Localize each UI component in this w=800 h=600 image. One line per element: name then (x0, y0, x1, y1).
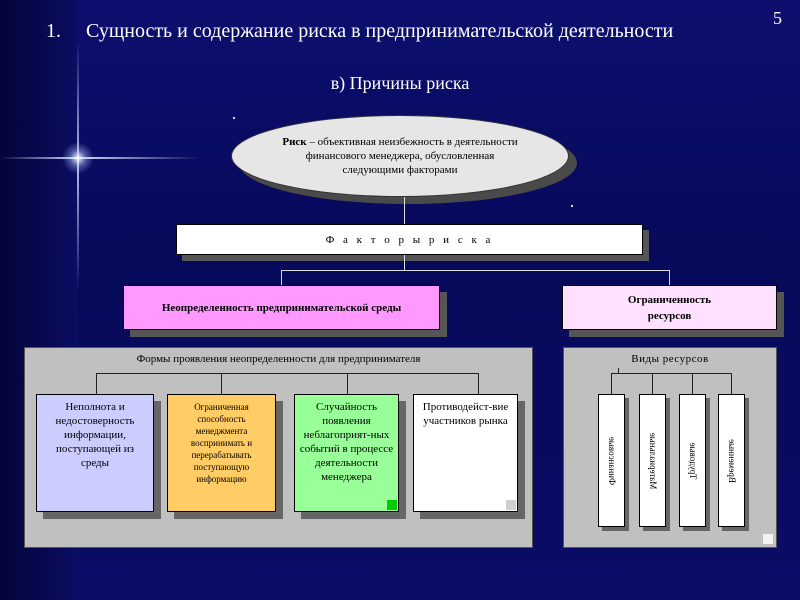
decor-dot (571, 205, 573, 207)
resource-label: Временные (726, 438, 737, 483)
connector-factors-horizontal (281, 270, 670, 271)
card-text: Противодейст-вие участников рынка (422, 401, 509, 427)
connector-to-uncertainty (281, 270, 282, 285)
connector-ellipse-factors (404, 197, 405, 224)
uncertainty-heading-box: Неопределенность предпринимательской сре… (123, 285, 440, 330)
resource-material: Материальные (639, 394, 666, 527)
title-number: 1. (46, 20, 61, 42)
connector-card-3 (347, 373, 348, 394)
uncertainty-card-random-events: Случайность появления неблагоприят-ных с… (294, 394, 399, 512)
connector-card-1 (96, 373, 97, 394)
connector-resources-horizontal (611, 373, 732, 374)
slide-subtitle: в) Причины риска (330, 73, 470, 93)
connector-resource-4 (731, 373, 732, 394)
risk-term: Риск (282, 136, 307, 148)
uncertainty-card-market-opposition: Противодейст-вие участников рынка (413, 394, 518, 512)
light-flare-glow (62, 142, 94, 174)
resource-financial: Финансовые (598, 394, 625, 527)
risk-definition-ellipse: Риск – объективная неизбежность в деятел… (231, 115, 569, 197)
connector-resource-2 (652, 373, 653, 394)
risk-factors-box: Ф а к т о р ы р и с к а (176, 224, 643, 255)
corner-mark (763, 534, 773, 544)
uncertainty-panel-title: Формы проявления неопределенности для пр… (136, 353, 421, 365)
connector-resource-3 (692, 373, 693, 394)
slide-title: 1. Сущность и содержание риска в предприн… (46, 20, 673, 43)
resource-label: Трудовые (687, 442, 698, 479)
connector-resource-1 (611, 373, 612, 394)
resources-heading-box: Ограниченность ресурсов (562, 285, 777, 330)
uncertainty-forms-panel: Формы проявления неопределенности для пр… (24, 347, 533, 548)
risk-definition-text: Риск – объективная неизбежность в деятел… (280, 135, 520, 177)
corner-mark (387, 500, 397, 510)
connector-card-4 (478, 373, 479, 394)
card-text: Неполнота и недостоверность информации, … (55, 401, 135, 469)
uncertainty-card-incomplete-info: Неполнота и недостоверность информации, … (36, 394, 154, 512)
risk-definition-body: – объективная неизбежность в деятельност… (305, 136, 518, 176)
connector-cards-horizontal (96, 373, 479, 374)
resource-labor: Трудовые (679, 394, 706, 527)
connector-resources-stem (618, 368, 619, 374)
slide-number: 5 (773, 8, 782, 28)
resource-types-panel: Виды ресурсов Финансовые Материальные Тр… (563, 347, 777, 548)
corner-mark (506, 500, 516, 510)
light-flare-horizontal (0, 157, 200, 159)
resource-label: Материальные (647, 432, 658, 489)
resource-label: Финансовые (606, 436, 617, 485)
card-text: Ограниченная способность менеджмента вос… (190, 402, 253, 484)
resource-time: Временные (718, 394, 745, 527)
uncertainty-card-limited-capacity: Ограниченная способность менеджмента вос… (167, 394, 276, 512)
connector-card-2 (221, 373, 222, 394)
uncertainty-heading: Неопределенность предпринимательской сре… (161, 301, 402, 314)
decor-dot (233, 117, 235, 119)
title-text: Сущность и содержание риска в предприним… (86, 20, 674, 42)
resources-heading: Ограниченность ресурсов (627, 293, 712, 322)
resources-panel-title: Виды ресурсов (631, 353, 709, 365)
card-text: Случайность появления неблагоприят-ных с… (299, 401, 394, 483)
connector-factors-down (404, 255, 405, 270)
connector-to-resources (669, 270, 670, 285)
